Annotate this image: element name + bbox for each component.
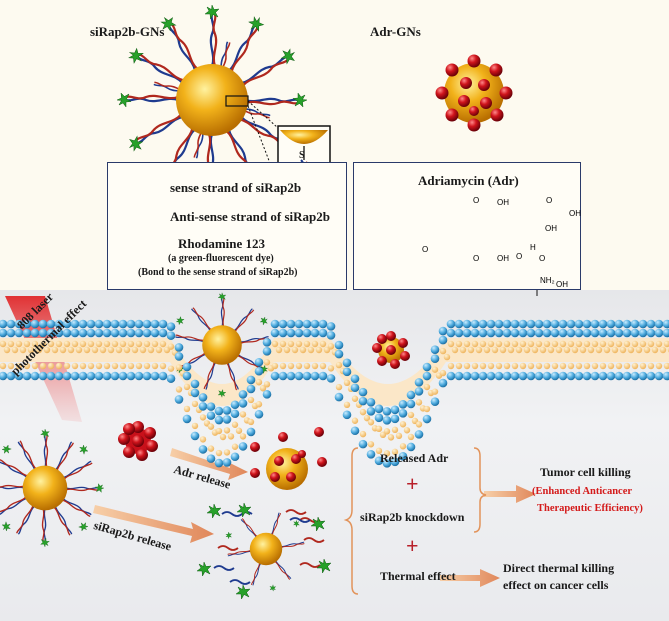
thermal-effect-label: Thermal effect (380, 569, 456, 583)
adr-gns-title: Adr-GNs (370, 24, 421, 39)
rhodamine-sub1: (a green-fluorescent dye) (168, 253, 274, 264)
cell-membrane (0, 338, 669, 406)
tumor-killing-arrow (484, 485, 536, 503)
enhanced-line1: (Enhanced Anticancer (532, 486, 633, 497)
sirap2b-gns-title: siRap2b-GNs (90, 24, 165, 39)
rhodamine-sub2: (Bond to the sense strand of siRap2b) (138, 267, 298, 278)
sirap2b-nanoparticle-in-membrane (174, 292, 270, 398)
free-adr-molecules (250, 427, 327, 478)
enhanced-line2: Therapeutic Efficiency) (537, 503, 643, 514)
chem-atom: OH (497, 254, 509, 263)
chem-atom: O (516, 252, 523, 261)
gold-nanoparticle-after-sirap-release (224, 511, 305, 592)
chem-atom: O (473, 196, 480, 205)
released-adr-label: Released Adr (380, 451, 449, 465)
sulfur-label: S (299, 150, 305, 161)
chem-atom: OH (497, 198, 509, 207)
thermal-killing-arrow (440, 569, 500, 587)
chem-atom: OH (569, 209, 581, 218)
adriamycin-label: Adriamycin (Adr) (418, 173, 519, 188)
direct-killing-line1: Direct thermal killing (503, 561, 615, 575)
sense-strand-label: sense strand of siRap2b (170, 180, 302, 195)
legend-left-box (107, 162, 347, 290)
bracket-left (343, 447, 359, 595)
chem-atom: O (546, 196, 553, 205)
adr-nanoparticle-in-membrane (372, 331, 410, 369)
chem-atom: O (422, 245, 429, 254)
adr-nanoparticle-released (118, 421, 158, 461)
sirap-release-arrow (93, 505, 214, 543)
tumor-killing-label: Tumor cell killing (540, 465, 631, 479)
chem-atom: OH (556, 280, 568, 289)
rhodamine-title: Rhodamine 123 (178, 236, 266, 251)
plus-icon: + (406, 533, 419, 558)
knockdown-label: siRap2b knockdown (360, 510, 465, 524)
chem-atom: OH (545, 224, 557, 233)
antisense-strand-label: Anti-sense strand of siRap2b (170, 209, 330, 224)
zoom-line (247, 100, 279, 129)
chem-atom: O (539, 254, 546, 263)
chem-atom: O (473, 254, 480, 263)
gold-nanoparticle-after-adr-release (266, 448, 308, 490)
chem-atom-amine: NH₂ (540, 276, 555, 285)
sirap2b-nanoparticle-lower (0, 428, 105, 548)
direct-killing-line2: effect on cancer cells (503, 578, 609, 592)
bracket-right (473, 447, 487, 533)
chem-atom: H (530, 243, 536, 252)
plus-icon: + (406, 471, 419, 496)
adr-nanoparticle-top (435, 54, 513, 132)
legend-right-box (353, 162, 581, 290)
adr-release-arrow (170, 448, 248, 480)
